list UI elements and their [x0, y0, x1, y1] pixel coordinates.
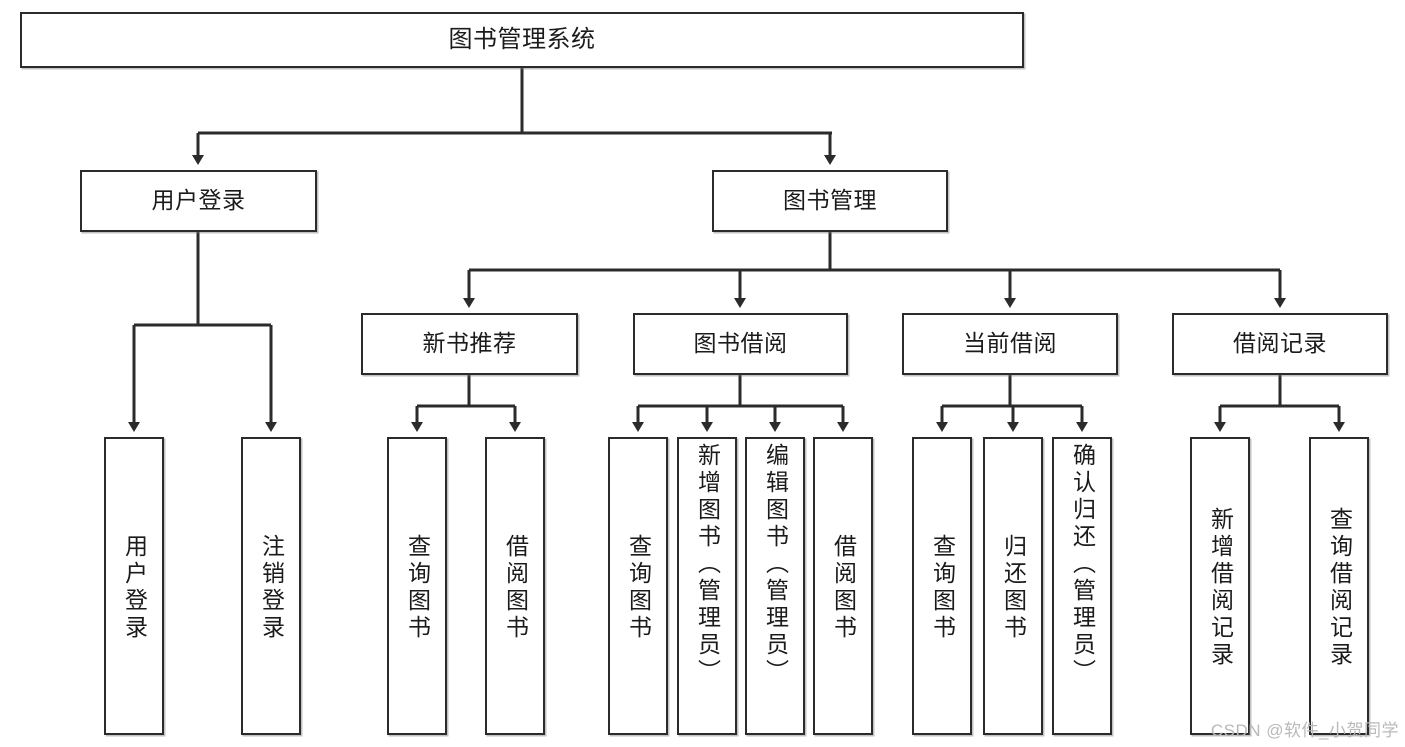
node-new-book-recommend[interactable]: 新书推荐: [361, 313, 578, 375]
leaf-return-book-label: 归还图书: [1000, 534, 1027, 642]
node-book-borrow[interactable]: 图书借阅: [633, 313, 848, 375]
leaf-borrow-book-2-label: 借阅图书: [830, 534, 857, 642]
leaf-add-book-label: 新增图书（管理员）: [694, 443, 721, 686]
node-book-manage[interactable]: 图书管理: [712, 170, 948, 232]
leaf-borrow-book-1[interactable]: 借阅图书: [485, 437, 545, 735]
leaf-return-book[interactable]: 归还图书: [983, 437, 1043, 735]
leaf-query-book-1[interactable]: 查询图书: [387, 437, 447, 735]
node-root-label: 图书管理系统: [448, 25, 596, 53]
node-user-login-label: 用户登录: [151, 187, 246, 214]
node-book-borrow-label: 图书借阅: [693, 330, 788, 357]
leaf-confirm-return-label: 确认归还（管理员）: [1069, 443, 1096, 686]
leaf-confirm-return[interactable]: 确认归还（管理员）: [1052, 437, 1112, 735]
leaf-query-book-3[interactable]: 查询图书: [912, 437, 972, 735]
leaf-add-book[interactable]: 新增图书（管理员）: [677, 437, 737, 735]
leaf-user-login[interactable]: 用户登录: [104, 437, 164, 735]
leaf-edit-book-label: 编辑图书（管理员）: [762, 443, 789, 686]
leaf-query-record[interactable]: 查询借阅记录: [1309, 437, 1369, 735]
leaf-query-book-2-label: 查询图书: [625, 534, 652, 642]
leaf-user-login-label: 用户登录: [121, 534, 148, 642]
leaf-edit-book[interactable]: 编辑图书（管理员）: [745, 437, 805, 735]
node-borrow-records[interactable]: 借阅记录: [1172, 313, 1388, 375]
node-current-borrow-label: 当前借阅: [963, 330, 1057, 357]
leaf-query-book-3-label: 查询图书: [929, 534, 956, 642]
leaf-user-logout[interactable]: 注销登录: [241, 437, 301, 735]
leaf-borrow-book-2[interactable]: 借阅图书: [813, 437, 873, 735]
leaf-query-book-2[interactable]: 查询图书: [608, 437, 668, 735]
node-new-book-recommend-label: 新书推荐: [422, 330, 517, 357]
node-book-manage-label: 图书管理: [783, 187, 877, 214]
watermark-text: CSDN @软件_小贺同学: [1210, 721, 1399, 740]
node-user-login[interactable]: 用户登录: [80, 170, 317, 232]
leaf-user-logout-label: 注销登录: [258, 534, 285, 642]
leaf-add-record-label: 新增借阅记录: [1207, 507, 1234, 669]
leaf-borrow-book-1-label: 借阅图书: [502, 534, 529, 642]
node-borrow-records-label: 借阅记录: [1233, 330, 1327, 357]
leaf-query-book-1-label: 查询图书: [404, 534, 431, 642]
leaf-query-record-label: 查询借阅记录: [1326, 507, 1353, 669]
node-current-borrow[interactable]: 当前借阅: [902, 313, 1118, 375]
leaf-add-record[interactable]: 新增借阅记录: [1190, 437, 1250, 735]
node-root[interactable]: 图书管理系统: [20, 12, 1024, 68]
